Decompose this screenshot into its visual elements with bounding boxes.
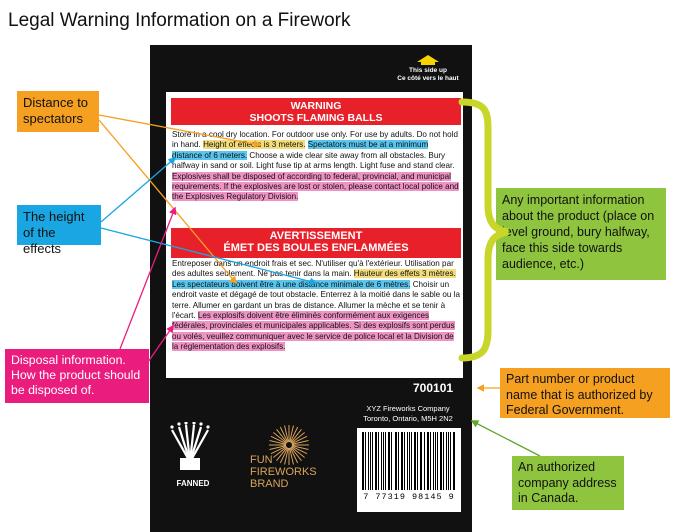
brand-line-2: FIREWORKS [250,466,317,478]
burst-ray [279,447,289,464]
fr-text-2: Choisir un endroit vaste et dégagé de to… [172,279,460,321]
burst-ray [284,425,289,443]
french-warning-text: Entreposer dans un endroit frais et sec.… [172,259,460,353]
fr-subheading: ÉMET DES BOULES ENFLAMMÉES [223,242,409,254]
connector-distance-fr [98,119,238,285]
firework-burst-logo [269,425,309,465]
connector-height-en [100,156,177,223]
burst-ray [291,440,309,445]
barcode: 7 77319 98145 9 [357,428,461,512]
callout-company-address: An authorized company address in Canada. [512,456,624,510]
burst-ray [289,426,299,443]
burst-ray [290,429,302,443]
this-side-up-marker: This side up Ce côté vers le haut [391,55,465,83]
burst-ray [291,445,309,450]
burst-ray [269,445,287,450]
french-warning-header: AVERTISSEMENT ÉMET DES BOULES ENFLAMMÉES [171,228,461,258]
up-arrow-stem [421,62,435,65]
warning-header: WARNING SHOOTS FLAMING BALLS [171,98,461,125]
burst-ray [291,446,305,458]
fanned-label: FANNED [176,479,210,488]
curly-brace [458,98,509,362]
burst-ray [270,445,287,455]
burst-ray [273,446,287,458]
callout-height: The height of the effects [17,205,101,256]
burst-ray [289,425,294,443]
warning-subheading: SHOOTS FLAMING BALLS [249,112,383,124]
warning-heading: WARNING [290,100,342,112]
callout-part-number: Part number or product name that is auth… [500,368,670,418]
burst-ray [276,429,288,443]
connector-address [470,420,541,457]
callout-disposal: Disposal information. How the product sh… [5,349,149,403]
up-arrow-icon [417,55,439,62]
burst-ray [289,447,294,465]
fr-height-highlight: Hauteur des effets 3 mètres. [353,269,456,279]
barcode-bars [362,432,456,490]
part-number: 700101 [413,381,454,395]
burst-ray [284,447,289,465]
diagram-title: Legal Warning Information on a Firework [8,10,351,31]
connector-distance-en [98,114,262,148]
burst-ray [269,440,287,445]
en-text-2: Choose a wide clear site away from all o… [172,150,455,171]
fr-disposal-highlight: Les explosifs doivent être éliminés conf… [172,311,455,352]
fr-text-1: Entreposer dans un endroit frais et sec.… [172,259,454,279]
burst-ray [270,435,287,445]
brand-line-1: FUN [250,454,273,466]
company-address: Toronto, Ontario, M5H 2N2 [363,414,453,423]
burst-ray [291,435,308,445]
brand-logo-text: FUN FIREWORKS BRAND [250,454,317,490]
fr-distance-highlight: Les spectateurs doivent être à une dista… [172,279,411,289]
en-text-1: Store in a cool dry location. For outdoo… [172,130,458,150]
burst-ray [290,447,302,461]
connector-disposal-fr [147,324,174,363]
callout-distance: Distance to spectators [17,91,99,132]
burst-ray [291,445,308,455]
burst-ray [273,432,287,444]
fr-heading: AVERTISSEMENT [269,230,363,242]
barcode-number: 7 77319 98145 9 [363,492,455,502]
company-name: XYZ Fireworks Company [366,404,450,413]
burst-ray [289,447,299,464]
connector-height-fr [100,227,318,286]
connector-disposal-en [119,206,177,350]
burst-ray [279,426,289,443]
company-address-block: XYZ Fireworks Company Toronto, Ontario, … [348,404,468,424]
side-up-fr: Ce côté vers le haut [397,75,459,82]
brand-line-3: BRAND [250,478,289,490]
burst-ray [291,432,305,444]
burst-ray [276,447,288,461]
fanned-fireworks-icon [170,422,210,470]
side-up-en: This side up [409,67,447,74]
callout-important-info: Any important information about the prod… [496,188,666,280]
